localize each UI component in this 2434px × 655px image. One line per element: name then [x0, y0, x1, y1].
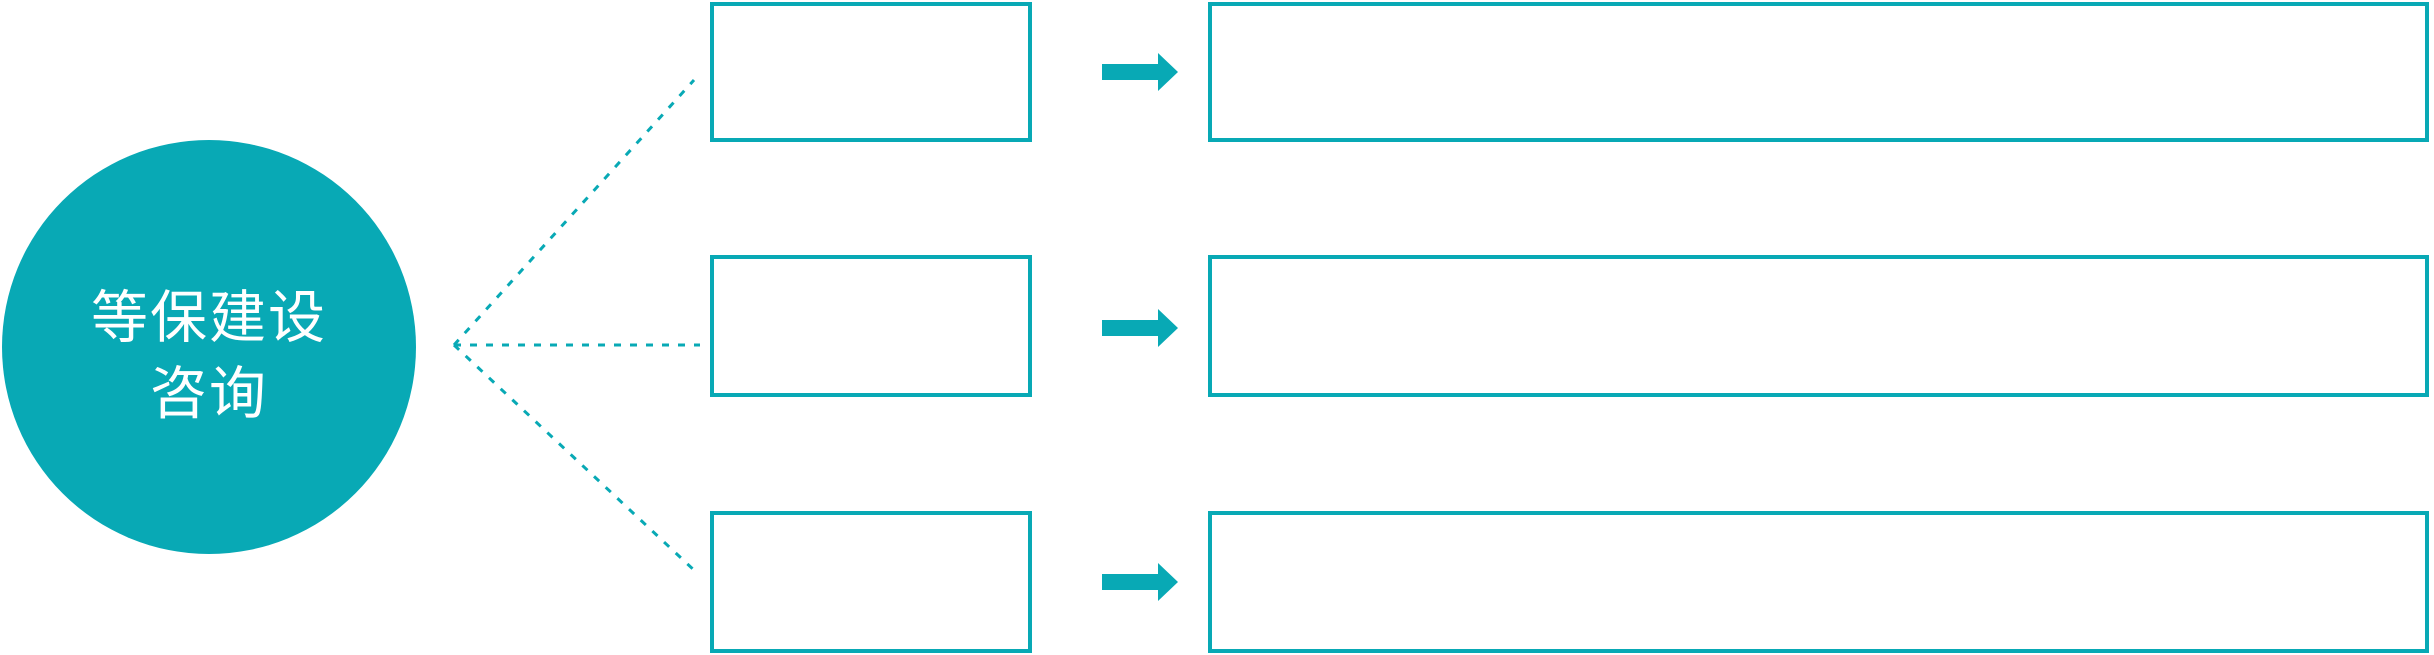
small-box-3 — [710, 511, 1032, 653]
large-box-3 — [1208, 511, 2429, 653]
small-box-1 — [710, 2, 1032, 142]
hub-circle: 等保建设 咨询 — [2, 140, 416, 554]
hub-label-line1: 等保建设 — [91, 286, 327, 350]
small-box-2 — [710, 255, 1032, 397]
large-box-2 — [1208, 255, 2429, 397]
arrow-right-icon — [1102, 53, 1178, 91]
connector-line-bottom — [452, 343, 698, 574]
arrow-right-icon — [1102, 309, 1178, 347]
large-box-1 — [1208, 2, 2429, 142]
arrow-right-icon — [1102, 563, 1178, 601]
hub-label-line2: 咨询 — [150, 362, 268, 426]
connector-line-top — [452, 78, 696, 347]
